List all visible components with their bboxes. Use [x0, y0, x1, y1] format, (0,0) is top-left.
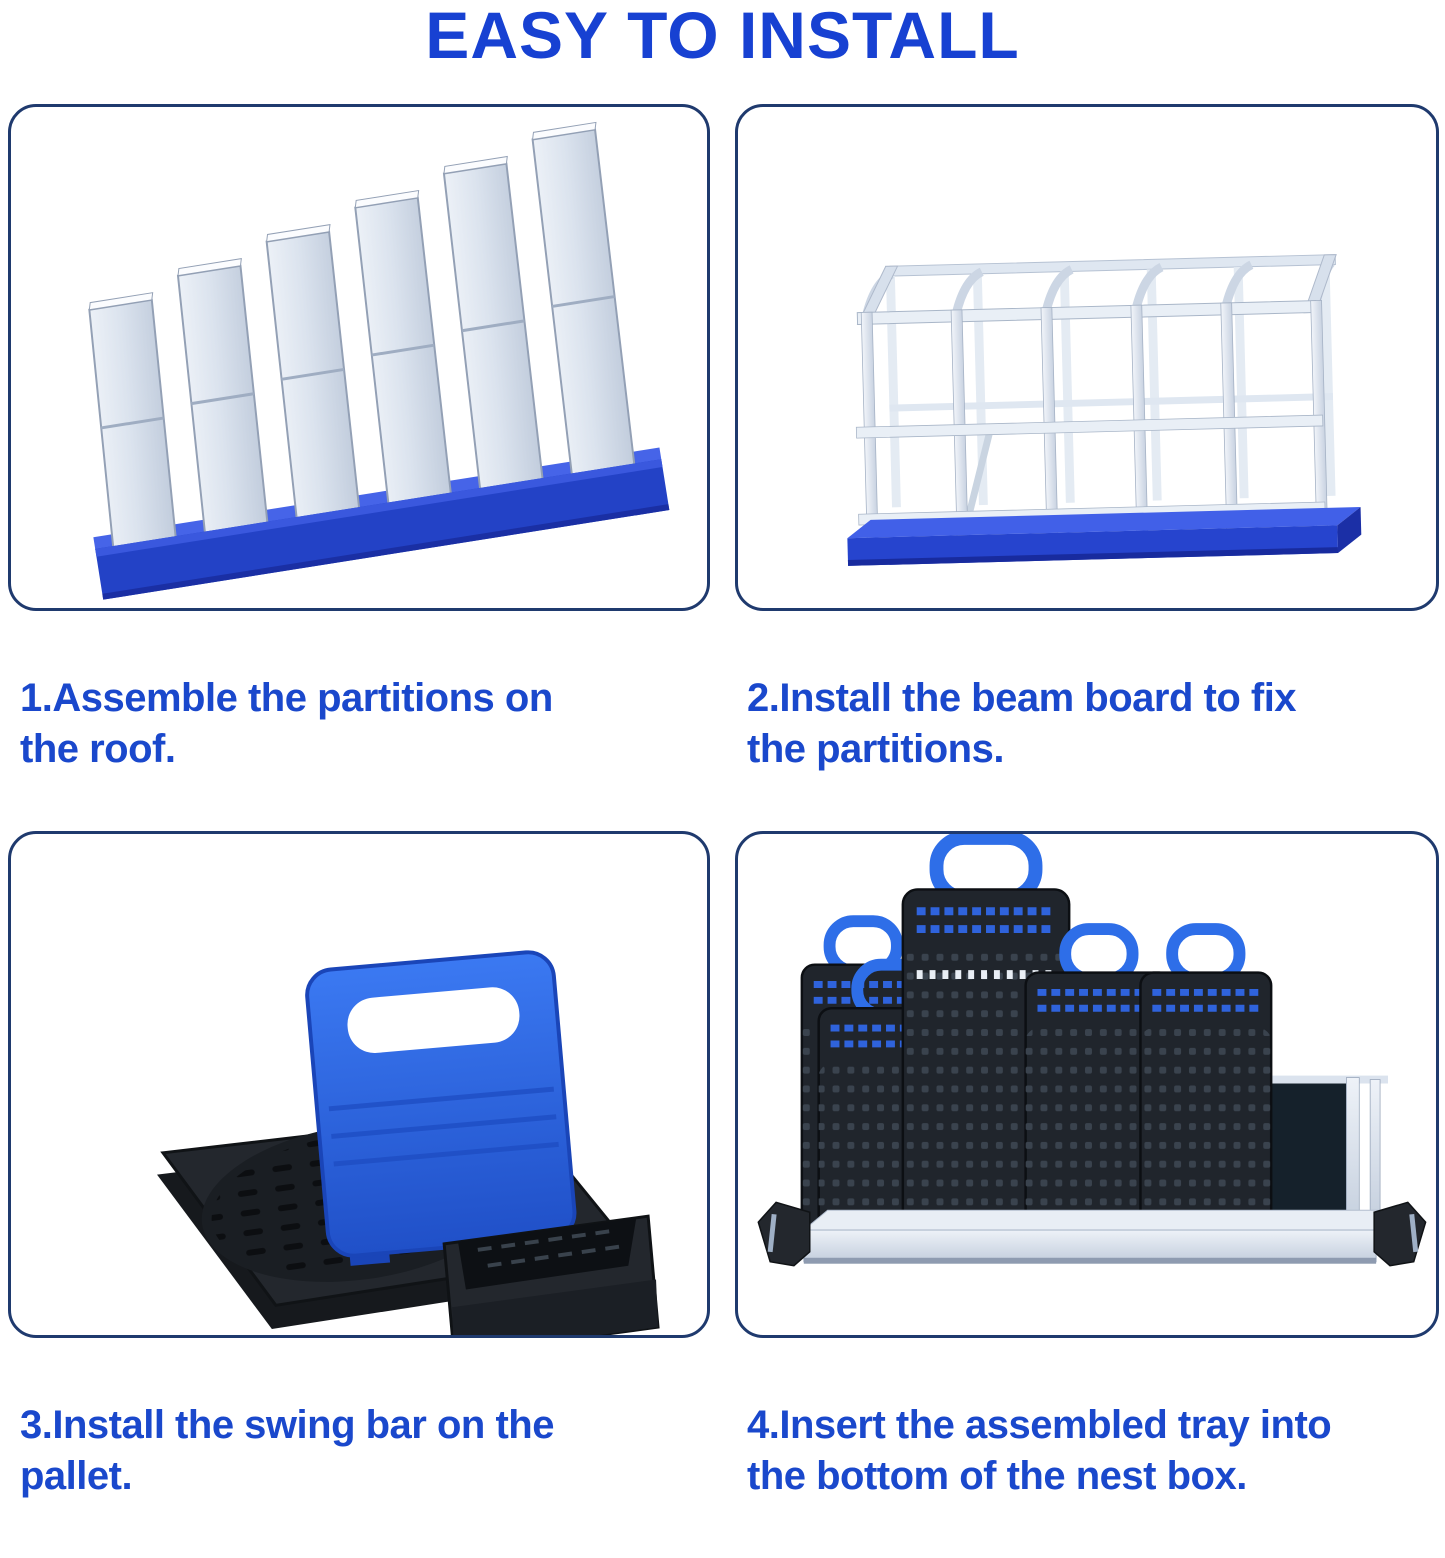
base-platform	[802, 1209, 1402, 1264]
step-2: 2.Install the beam board to fix the part…	[735, 104, 1439, 831]
mid-beam-board	[855, 414, 1324, 439]
assembled-nest-box	[757, 834, 1427, 1267]
partition-assembly	[88, 121, 670, 600]
beam-board-frame-illustration	[847, 254, 1362, 566]
step-3-caption: 3.Install the swing bar on the pallet.	[20, 1403, 554, 1499]
swing-bar-left	[757, 1201, 811, 1267]
step-2-caption: 2.Install the beam board to fix the part…	[747, 676, 1297, 772]
step-4-caption: 4.Insert the assembled tray into the bot…	[747, 1403, 1332, 1499]
step-4-image-panel	[735, 831, 1439, 1338]
page-title: EASY TO INSTALL	[425, 0, 1020, 72]
front-posts	[860, 300, 1328, 541]
tray	[1139, 923, 1273, 1230]
nest-box-frame	[847, 254, 1362, 566]
pallet-tray-box	[442, 1214, 660, 1335]
blue-base	[847, 506, 1362, 566]
handle-grip-hole	[347, 987, 520, 1054]
pallet-assembly	[157, 950, 660, 1335]
nest-box-interior	[1257, 1083, 1357, 1225]
step-4: 4.Insert the assembled tray into the bot…	[735, 831, 1439, 1558]
step-3: 3.Install the swing bar on the pallet.	[8, 831, 710, 1558]
blue-base-rail	[95, 459, 670, 600]
page-title-bar: EASY TO INSTALL	[0, 0, 1445, 104]
step-1: 1.Assemble the partitions on the roof.	[8, 104, 710, 831]
step-1-caption: 1.Assemble the partitions on the roof.	[20, 676, 553, 772]
swing-bar-handle	[305, 950, 577, 1266]
swing-bar-on-pallet-illustration	[157, 950, 660, 1335]
step-1-image-panel	[8, 104, 710, 611]
instruction-sheet: EASY TO INSTALL	[0, 0, 1445, 1498]
steps-grid: 1.Assemble the partitions on the roof.	[8, 104, 1439, 1558]
swing-bar-right	[1373, 1201, 1427, 1267]
step-3-image-panel	[8, 831, 710, 1338]
trays-in-nest-box-illustration	[757, 834, 1427, 1267]
step-2-image-panel	[735, 104, 1439, 611]
partitions	[88, 121, 636, 554]
partitions-on-blue-base-illustration	[88, 121, 670, 600]
